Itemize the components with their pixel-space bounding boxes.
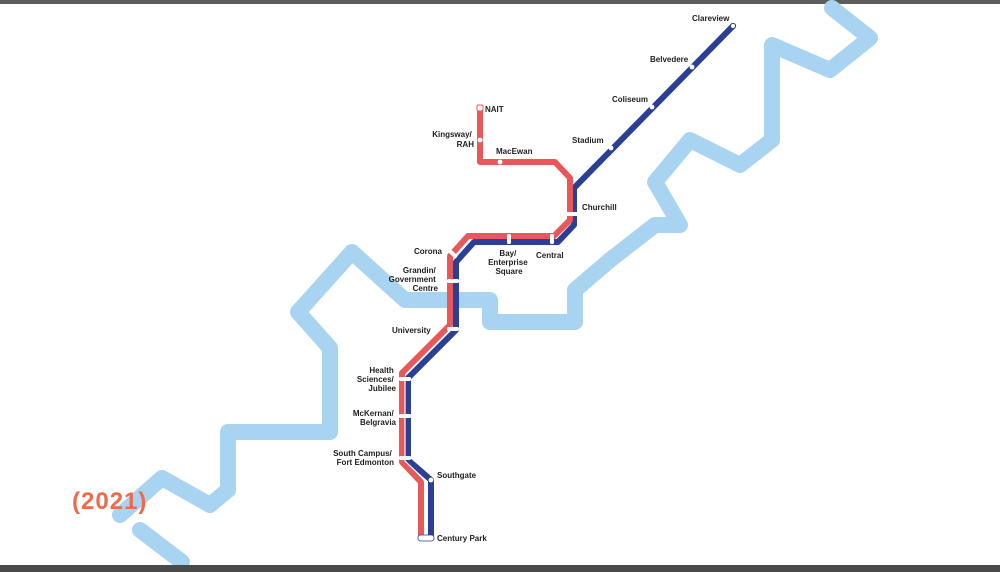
label-centurypark: Century Park: [437, 534, 487, 543]
year-label: (2021): [72, 488, 148, 515]
label-stadium: Stadium: [572, 136, 604, 145]
label-macewan: MacEwan: [496, 147, 533, 156]
label-central: Central: [536, 251, 564, 260]
top-edge: [0, 0, 1000, 4]
label-coliseum: Coliseum: [612, 95, 648, 104]
station-dot-macewan[interactable]: [497, 159, 503, 165]
river: [112, 0, 878, 523]
river-bottom-arm: [132, 522, 190, 570]
label-university: University: [392, 326, 431, 335]
line-separator: [404, 380, 427, 538]
label-corona: Corona: [414, 247, 443, 256]
label-southgate: Southgate: [437, 471, 477, 480]
station-dot-stadium[interactable]: [608, 145, 614, 151]
station-dot-grandin[interactable]: [447, 279, 459, 283]
station-dot-health[interactable]: [399, 377, 411, 381]
label-southcampus: South Campus/ Fort Edmonton: [333, 449, 394, 467]
metro-line: [399, 105, 573, 541]
label-bay: Bay/ Enterprise Square: [488, 249, 530, 276]
label-health: Health Sciences/ Jubilee: [357, 366, 397, 393]
station-dot-central[interactable]: [550, 234, 554, 244]
station-dot-mckernan[interactable]: [399, 414, 411, 418]
station-dot-centurypark[interactable]: [417, 534, 435, 542]
label-mckernan: McKernan/ Belgravia: [353, 409, 397, 427]
station-dot-bay[interactable]: [507, 234, 511, 244]
station-dot-belvedere[interactable]: [689, 64, 695, 70]
label-nait: NAIT: [485, 105, 504, 114]
station-dot-kingsway[interactable]: [477, 137, 483, 143]
label-belvedere: Belvedere: [650, 55, 689, 64]
label-churchill: Churchill: [582, 203, 617, 212]
station-dot-university[interactable]: [447, 327, 459, 331]
bottom-edge: [0, 565, 1000, 572]
station-dot-nait[interactable]: [476, 104, 484, 112]
label-kingsway: Kingsway/ RAH: [432, 130, 474, 149]
label-grandin: Grandin/ Government Centre: [389, 266, 439, 293]
station-dot-southgate[interactable]: [428, 477, 434, 483]
station-dot-clareview[interactable]: [729, 22, 737, 30]
station-markers: [399, 22, 737, 542]
station-dot-coliseum[interactable]: [649, 104, 655, 110]
label-clareview: Clareview: [692, 14, 730, 23]
station-dot-churchill[interactable]: [566, 212, 578, 216]
station-dot-southcampus[interactable]: [399, 456, 411, 460]
station-dot-corona[interactable]: [448, 249, 458, 259]
